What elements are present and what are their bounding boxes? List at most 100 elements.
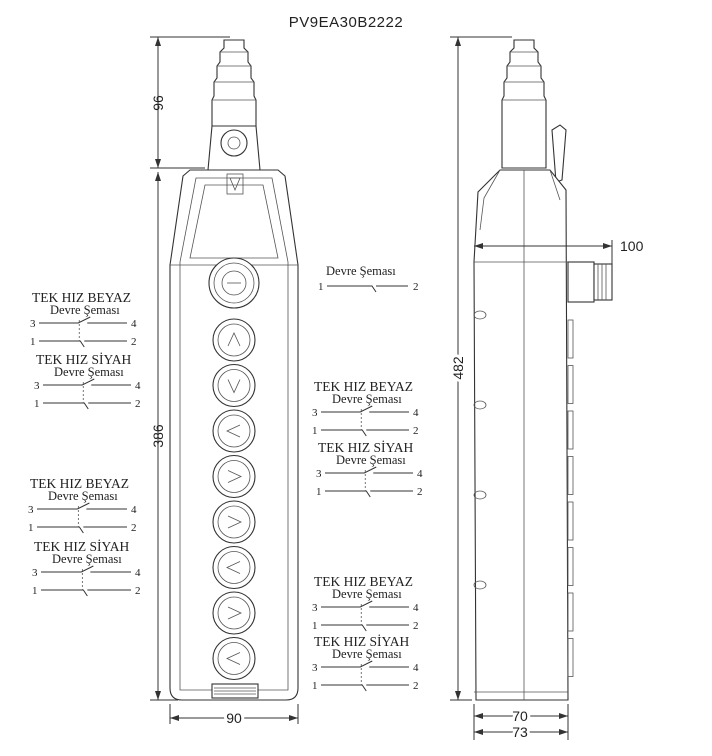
side-button-stub: [567, 501, 574, 541]
terminal-2: 2: [135, 398, 141, 410]
speed-label-beyaz: TEK HIZ BEYAZ: [314, 574, 413, 589]
terminal-1: 1: [30, 336, 36, 348]
contact-nc: [321, 624, 409, 632]
push-button-left: [212, 636, 256, 681]
terminal-2: 2: [413, 620, 419, 632]
dim-body-height: 386: [150, 424, 166, 448]
speed-label-siyah: TEK HIZ SİYAH: [314, 634, 409, 649]
terminal-3: 3: [34, 380, 40, 392]
speed-label-beyaz: TEK HIZ BEYAZ: [30, 476, 129, 491]
side-button-stub: [567, 547, 574, 586]
contact-no: [41, 565, 131, 573]
hanging-hook: [551, 124, 567, 183]
terminal-2: 2: [413, 680, 419, 692]
terminal-3: 3: [316, 468, 322, 480]
terminal-1: 1: [312, 680, 318, 692]
push-button-right: [212, 591, 256, 635]
circuit-header: Devre Şeması: [332, 392, 402, 406]
contact-no: [321, 600, 409, 608]
push-button-right: [212, 500, 256, 544]
terminal-4: 4: [131, 504, 137, 516]
side-button-stub: [567, 456, 574, 495]
arrow-down-icon: [227, 379, 241, 394]
cable-grille: [211, 683, 259, 699]
terminal-1: 1: [32, 585, 38, 597]
terminal-2: 2: [417, 486, 423, 498]
circuit-header: Devre Şeması: [332, 587, 402, 601]
terminal-4: 4: [135, 567, 141, 579]
terminal-3: 3: [312, 602, 318, 614]
speed-label-beyaz: TEK HIZ BEYAZ: [32, 290, 131, 305]
terminal-3: 3: [312, 662, 318, 674]
terminal-2: 2: [135, 585, 141, 597]
push-button-left: [212, 409, 256, 453]
dim-depth-total: 73: [512, 724, 528, 740]
speed-label-beyaz: TEK HIZ BEYAZ: [314, 379, 413, 394]
emergency-stop-side-icon: [567, 261, 613, 303]
contact-nc: [321, 429, 409, 437]
terminal-4: 4: [413, 602, 419, 614]
speed-label-siyah: TEK HIZ SİYAH: [318, 440, 413, 455]
circuit-header: Devre Şeması: [54, 365, 124, 379]
terminal-1: 1: [312, 425, 318, 437]
model-title: PV9EA30B2222: [289, 14, 403, 31]
terminal-4: 4: [417, 468, 423, 480]
terminal-4: 4: [135, 380, 141, 392]
circuit-header: Devre Şeması: [50, 303, 120, 317]
push-button-right: [212, 454, 256, 499]
terminal-1: 1: [318, 281, 324, 293]
terminal-2: 2: [413, 425, 419, 437]
arrow-up-icon: [227, 332, 241, 347]
side-dimensions: 482 100 70 73: [447, 36, 644, 743]
arrow-left-icon: [226, 424, 241, 438]
arrow-right-icon: [227, 515, 242, 529]
side-button-stub: [567, 319, 574, 359]
terminal-4: 4: [413, 407, 419, 419]
terminal-2: 2: [413, 281, 419, 293]
side-view: 482 100 70 73: [447, 36, 644, 743]
terminal-3: 3: [312, 407, 318, 419]
circuit-header: Devre Şeması: [326, 264, 396, 278]
dim-top-height: 96: [150, 95, 166, 111]
contact-no: [321, 660, 409, 668]
dim-depth-top: 100: [620, 238, 644, 254]
arrow-left-icon: [226, 652, 241, 665]
terminal-1: 1: [316, 486, 322, 498]
terminal-4: 4: [131, 318, 137, 330]
hanging-ring: [220, 129, 248, 157]
contact-no: [321, 405, 409, 413]
terminal-1: 1: [312, 620, 318, 632]
dim-width-front: 90: [226, 710, 242, 726]
contact-no: [325, 466, 413, 474]
circuit-header: Devre Şeması: [332, 647, 402, 661]
emergency-stop-icon: [208, 257, 260, 309]
circuit-header: Devre Şeması: [52, 552, 122, 566]
push-button-left: [212, 545, 256, 590]
terminal-1: 1: [34, 398, 40, 410]
arrow-right-icon: [227, 606, 242, 620]
dim-depth-body: 70: [512, 708, 528, 724]
arrow-right-icon: [227, 470, 242, 483]
front-dimensions: 96 386 90: [150, 36, 299, 729]
terminal-3: 3: [28, 504, 34, 516]
front-view: 96 386 90: [150, 36, 299, 729]
side-button-stub: [567, 592, 574, 632]
side-button-stub: [567, 638, 574, 677]
terminal-3: 3: [32, 567, 38, 579]
circuit-header: Devre Şeması: [48, 489, 118, 503]
side-button-stub: [567, 410, 574, 450]
side-button-stub: [567, 365, 574, 404]
terminal-2: 2: [131, 522, 137, 534]
speed-label-siyah: TEK HIZ SİYAH: [34, 539, 129, 554]
estop-circuit: Devre Şeması 1 2: [318, 264, 419, 293]
logo-mark: [226, 173, 244, 195]
terminal-2: 2: [131, 336, 137, 348]
contact-nc: [325, 490, 413, 498]
circuit-header: Devre Şeması: [336, 453, 406, 467]
contact-nc: [37, 526, 127, 534]
dim-total-height: 482: [450, 356, 466, 380]
terminal-3: 3: [30, 318, 36, 330]
button-column: [212, 318, 256, 681]
